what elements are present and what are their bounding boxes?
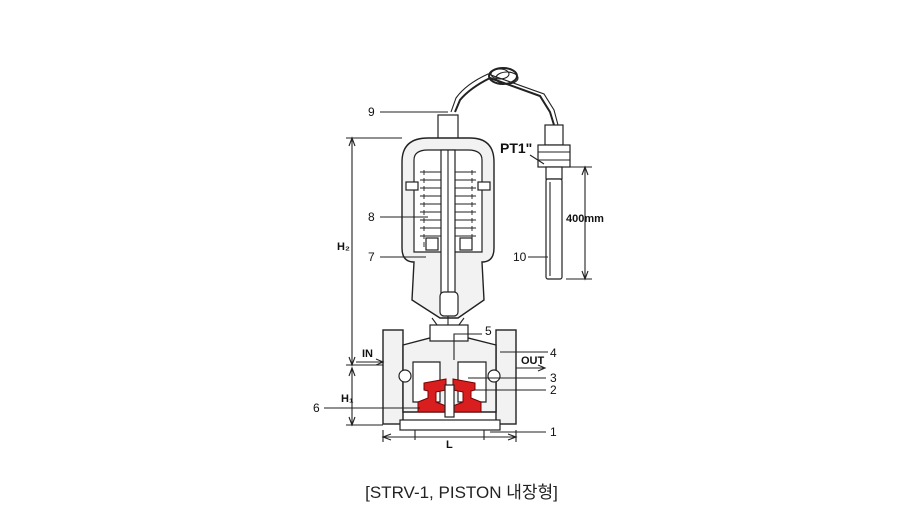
part-label-4: 4 bbox=[550, 346, 557, 360]
bulb-length-dimension bbox=[566, 165, 592, 281]
part-label-6: 6 bbox=[313, 401, 320, 415]
valve-body bbox=[382, 324, 517, 440]
leader-5 bbox=[453, 333, 482, 360]
part-label-8: 8 bbox=[368, 210, 375, 224]
h1-label: H₁ bbox=[341, 393, 354, 405]
piston bbox=[417, 378, 482, 418]
outlet-label: OUT bbox=[521, 355, 545, 367]
part-label-5: 5 bbox=[485, 324, 492, 338]
pt-leader bbox=[529, 154, 545, 165]
l-label: L bbox=[446, 439, 453, 451]
flow-arrows bbox=[356, 358, 547, 372]
bulb-length-label: 400mm bbox=[566, 213, 604, 225]
part-label-9: 9 bbox=[368, 105, 375, 119]
inlet-label: IN bbox=[362, 348, 373, 360]
part-label-7: 7 bbox=[368, 250, 375, 264]
actuator-housing bbox=[401, 114, 495, 345]
part-label-2: 2 bbox=[550, 383, 557, 397]
h2-label: H₂ bbox=[337, 241, 350, 253]
part-label-10: 10 bbox=[513, 250, 527, 264]
figure-caption: [STRV-1, PISTON 내장형] bbox=[365, 483, 558, 502]
l-dimension bbox=[381, 430, 518, 442]
capillary-tube bbox=[450, 67, 559, 126]
part-label-3: 3 bbox=[550, 371, 557, 385]
pt-label: PT1" bbox=[500, 140, 532, 156]
sensing-bulb bbox=[537, 124, 571, 280]
part-label-1: 1 bbox=[550, 425, 557, 439]
h1-dimension bbox=[346, 366, 383, 427]
